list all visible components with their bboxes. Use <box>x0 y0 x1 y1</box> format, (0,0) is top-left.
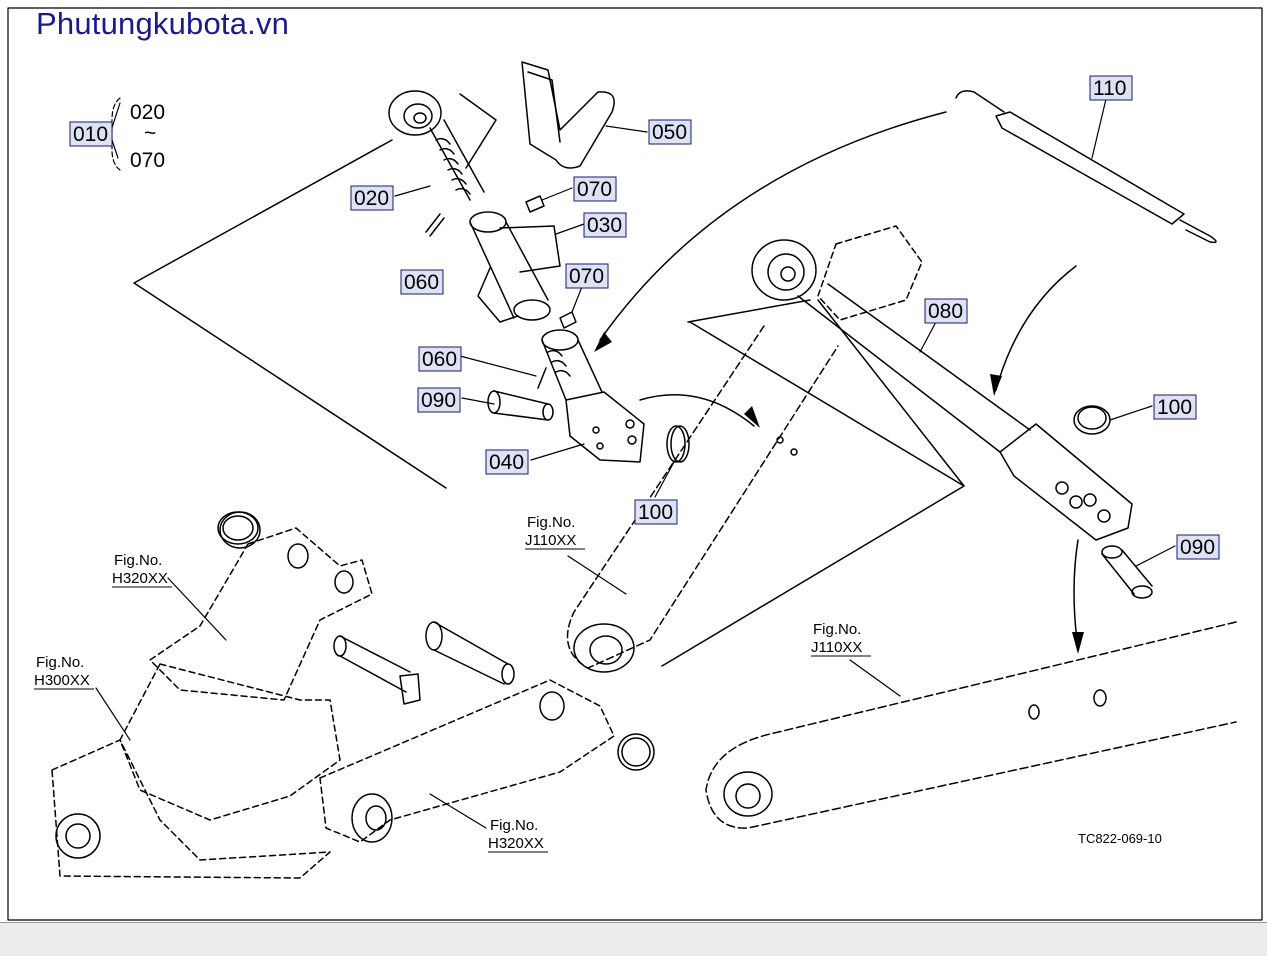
clip-050 <box>521 61 615 169</box>
part-label-box <box>573 176 617 202</box>
arrow-curve-4 <box>1073 539 1079 649</box>
pin-070b <box>559 311 577 329</box>
fig-ref-number: H320XX <box>488 835 544 852</box>
group-label: 010 020 ~ 070 <box>69 101 165 172</box>
ring-lower-2 <box>617 733 655 771</box>
part-label-box <box>924 298 968 324</box>
part-label-box <box>565 263 609 289</box>
arrow-curve-2 <box>639 394 755 427</box>
part-label-080: 080 <box>928 300 963 323</box>
fig-ref-number: H320XX <box>112 570 168 587</box>
part-label-060: 060 <box>404 271 439 294</box>
ring-100a <box>666 425 686 463</box>
pin-090b <box>1101 545 1153 599</box>
lift-arm-upper <box>566 325 839 669</box>
top-link-080 <box>751 239 1133 541</box>
part-label-090: 090 <box>421 389 456 412</box>
figure-references: Fig.No.H320XXFig.No.H300XXFig.No.H320XXF… <box>34 514 871 853</box>
part-label-box <box>648 119 692 145</box>
part-label-box <box>1176 534 1220 560</box>
housing-upper <box>149 527 373 701</box>
part-label-020: 020 <box>354 187 389 210</box>
ball-joint-020 <box>388 90 485 201</box>
pin-090a <box>487 390 554 421</box>
part-label-box <box>418 346 462 372</box>
part-label-030: 030 <box>587 214 622 237</box>
brand-logo: Phutungkubota.vn <box>36 6 290 41</box>
part-labels: 020 050 070 030 060 070 060 090 040 100 110 080 100 0… <box>350 75 1220 560</box>
bottom-scrollbar[interactable] <box>0 922 1267 956</box>
housing-lower <box>51 739 331 879</box>
lower-link <box>705 621 1237 829</box>
part-label-040: 040 <box>489 451 524 474</box>
fig-ref-label: Fig.No. <box>527 514 575 531</box>
part-label-box <box>1153 394 1197 420</box>
part-label-box <box>350 185 394 211</box>
group-range-tilde: ~ <box>144 122 156 145</box>
leader-triangle <box>133 139 447 489</box>
arrow-curve-3 <box>995 265 1077 391</box>
part-label-100: 100 <box>1157 396 1192 419</box>
pin-060b <box>537 367 547 389</box>
lift-link-bracket <box>817 225 923 321</box>
pin-060a <box>425 213 445 237</box>
fig-ref-number: J110XX <box>811 639 862 656</box>
pins-lower <box>333 621 515 705</box>
group-range-end: 070 <box>130 149 165 172</box>
coupling-030 <box>469 211 561 323</box>
part-label-070: 070 <box>569 265 604 288</box>
fig-ref-number: H300XX <box>34 672 90 689</box>
part-label-box <box>583 212 627 238</box>
leader-mid <box>661 299 965 667</box>
part-label-090: 090 <box>1180 536 1215 559</box>
group-range-start: 020 <box>130 101 165 124</box>
fig-ref-label: Fig.No. <box>490 817 538 834</box>
part-label-box <box>485 449 529 475</box>
part-label-070: 070 <box>577 178 612 201</box>
part-label-050: 050 <box>652 121 687 144</box>
fig-ref-number: J110XX <box>525 532 576 549</box>
leader-bracket <box>459 93 497 169</box>
fig-ref-label: Fig.No. <box>36 654 84 671</box>
tool-110 <box>955 90 1217 244</box>
part-label-box <box>634 499 678 525</box>
drawing-frame <box>7 7 1263 921</box>
part-label-box <box>417 387 461 413</box>
ring-100b <box>1073 405 1111 435</box>
housing-center <box>119 663 341 821</box>
part-label-box <box>400 269 444 295</box>
part-label-box <box>1089 75 1133 101</box>
arm-lower <box>319 679 615 843</box>
ring-lower-1 <box>219 511 261 549</box>
part-label-100: 100 <box>638 501 673 524</box>
pin-070a <box>525 195 545 213</box>
part-label-060: 060 <box>422 348 457 371</box>
clevis-040 <box>541 329 645 463</box>
drawing-code: TC822-069-10 <box>1078 831 1162 846</box>
arrow-curve-1 <box>599 111 947 341</box>
fig-ref-label: Fig.No. <box>813 621 861 638</box>
part-label-110: 110 <box>1093 77 1126 100</box>
group-number: 010 <box>73 123 108 146</box>
fig-ref-label: Fig.No. <box>114 552 162 569</box>
